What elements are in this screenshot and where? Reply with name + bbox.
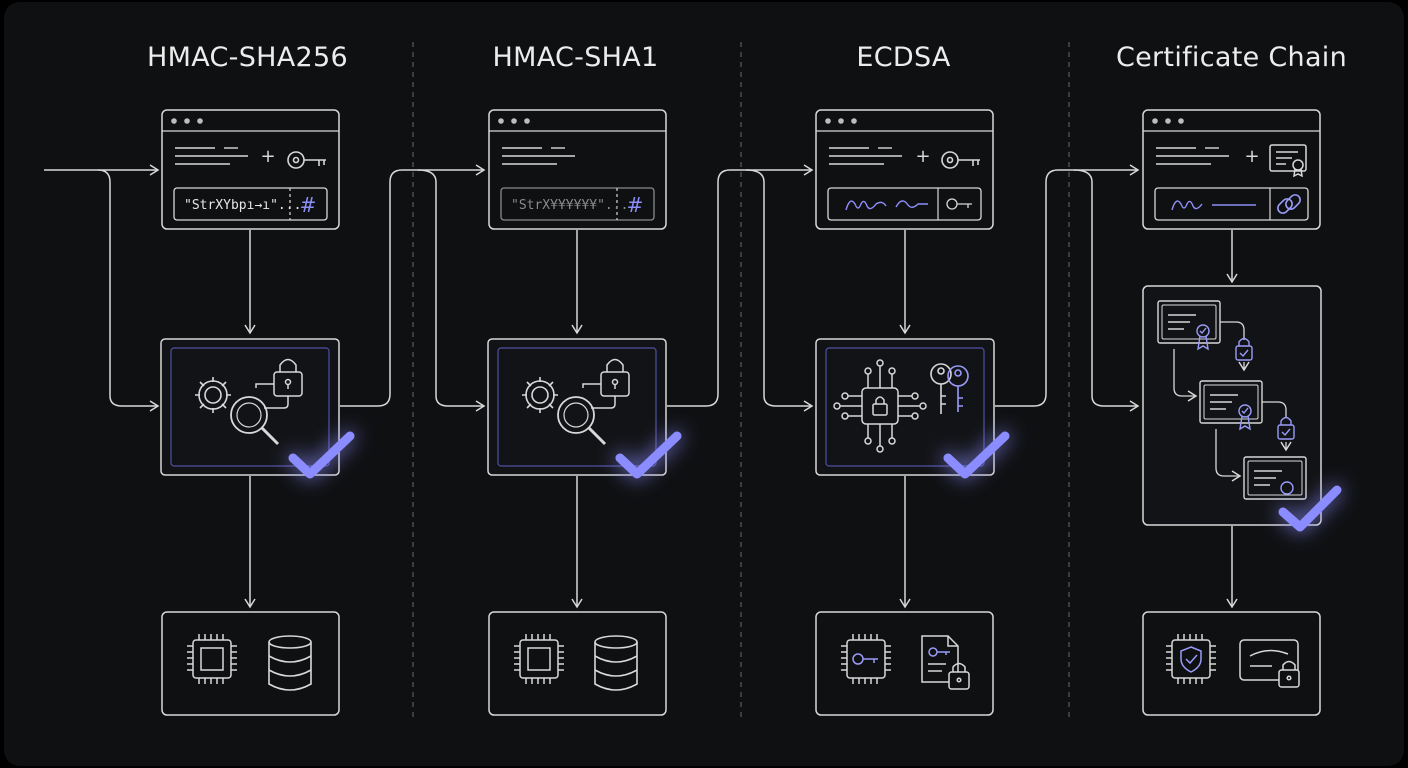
cross-column-branch-arrow — [417, 169, 486, 412]
certificate-icon — [1269, 144, 1307, 178]
keys-icon — [930, 363, 969, 414]
cross-column-arrow — [995, 164, 1140, 407]
input-branch-arrow — [97, 169, 160, 412]
lock-icon — [1277, 416, 1295, 440]
hash-output-text: "StrX¥¥¥¥¥¥"... — [511, 198, 628, 213]
chain-panel-certificate-chain — [1142, 285, 1342, 532]
message-window-hmac-sha256: + "StrXYbpı→ı"... # — [161, 109, 340, 230]
message-window-certificate-chain: + — [1142, 109, 1321, 230]
database-icon — [268, 635, 312, 691]
hash-output-text: "StrXYbpı→ı"... — [184, 198, 301, 213]
key-icon — [946, 198, 972, 210]
key-chip-icon — [841, 634, 891, 684]
cross-column-branch-arrow — [745, 169, 814, 412]
magnifier-icon — [557, 396, 607, 446]
database-icon — [594, 635, 638, 691]
cross-column-arrow — [667, 164, 814, 407]
lock-icon — [1235, 337, 1253, 361]
check-icon — [288, 431, 355, 479]
signature-icon — [1171, 200, 1256, 211]
locked-document-icon — [921, 635, 970, 690]
message-window-ecdsa: + — [815, 109, 994, 230]
verify-panel-hmac-sha1 — [487, 338, 682, 479]
check-icon — [1278, 485, 1342, 532]
magnifier-icon — [230, 396, 280, 446]
check-icon — [615, 431, 682, 479]
svg-text:+: + — [1244, 146, 1259, 167]
check-icon — [943, 431, 1010, 479]
cross-column-arrow — [340, 164, 486, 407]
certificate-icon — [1243, 456, 1307, 500]
column-title-ecdsa: ECDSA — [856, 42, 951, 73]
column-title-certificate-chain: Certificate Chain — [1115, 42, 1348, 73]
key-icon — [941, 151, 980, 169]
verify-panel-ecdsa — [815, 338, 1010, 479]
hash-icon: # — [300, 193, 317, 217]
shield-chip-icon — [1166, 634, 1216, 684]
lock-icon — [582, 358, 630, 409]
column-title-hmac-sha1: HMAC-SHA1 — [492, 42, 659, 73]
verify-panel-hmac-sha256 — [160, 338, 355, 479]
certificate-icon — [1199, 380, 1263, 431]
cross-column-branch-arrow — [1073, 169, 1140, 412]
gear-icon — [522, 377, 558, 413]
storage-panel-ecdsa — [815, 611, 994, 716]
svg-text:+: + — [260, 146, 275, 167]
locked-certificate-icon — [1239, 639, 1300, 688]
message-window-hmac-sha1: "StrX¥¥¥¥¥¥"... # — [488, 109, 667, 230]
gear-icon — [195, 377, 231, 413]
column-title-hmac-sha256: HMAC-SHA256 — [147, 42, 348, 73]
secure-chip-icon — [833, 359, 927, 453]
key-icon — [287, 151, 326, 169]
storage-panel-certificate-chain — [1142, 611, 1321, 716]
svg-text:+: + — [915, 146, 930, 167]
hash-icon: # — [627, 193, 644, 217]
lock-icon — [255, 358, 303, 409]
chip-icon — [514, 634, 564, 684]
storage-panel-hmac-sha256 — [161, 611, 340, 716]
storage-panel-hmac-sha1 — [488, 611, 667, 716]
signature-icon — [845, 200, 928, 211]
chip-icon — [187, 634, 237, 684]
link-icon — [1277, 194, 1301, 214]
